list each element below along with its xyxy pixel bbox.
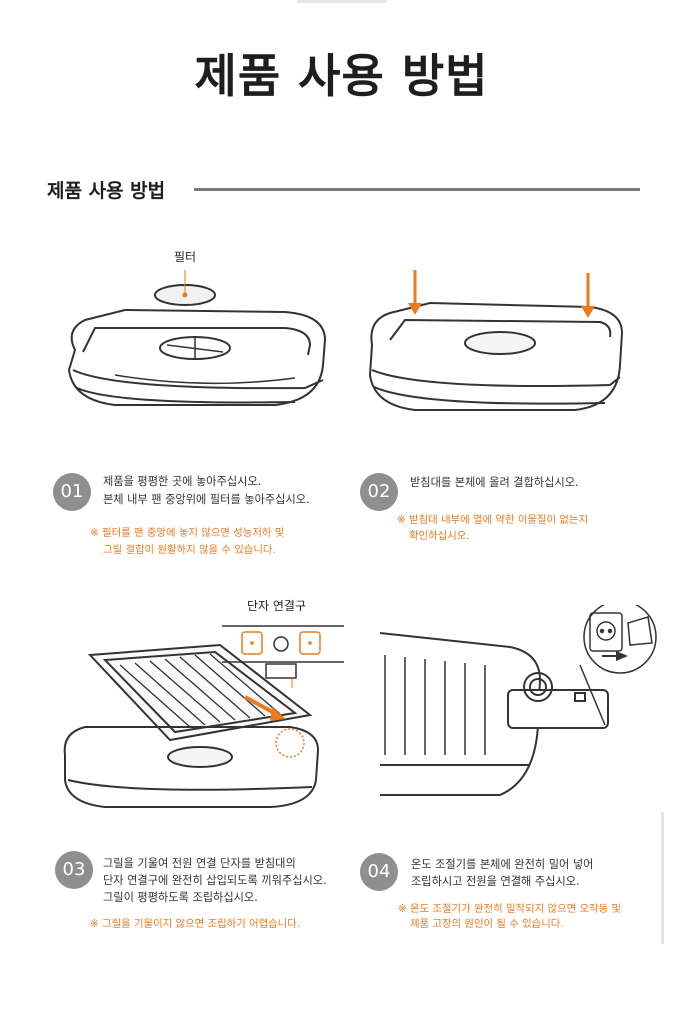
step-01-illustration [67,270,327,406]
step-03-line-1: 그릴을 기울여 전원 연결 단자를 받침대의 [103,857,296,870]
step-04-badge: 04 [360,853,398,891]
step-03-note-1: ※ 그릴을 기울이지 않으면 조립하기 어렵습니다. [90,918,301,930]
step-01-note-1: ※ 필터를 팬 중앙에 놓지 않으면 성능저하 및 [90,527,285,539]
step-03-line-3: 그릴이 평평하도록 조립하십시오. [103,891,258,904]
step-01-note-2: 그릴 결합이 원활하지 않을 수 있습니다. [103,544,276,556]
orange-arrow-icon [408,270,595,318]
step-01-line-2: 본체 내부 팬 중앙위에 필터를 놓아주십시오. [103,493,310,506]
step-02-note-2: 확인하십시오. [409,530,470,542]
step-04-illustration [380,605,657,796]
step-04-note-2: 제품 고장의 원인이 될 수 있습니다. [410,918,564,930]
step-04-line-2: 조립하시고 전원을 연결해 주십시오. [411,875,580,888]
step-01-badge: 01 [53,473,91,511]
side-scroll-indicator [661,812,664,944]
step-03-line-2: 단자 연결구에 완전히 삽입되도록 끼워주십시오. [103,874,327,887]
section-rule [194,188,640,191]
step-04-note-1: ※ 온도 조절기가 완전히 밀착되지 않으면 오작동 및 [398,903,622,915]
step-04-line-1: 온도 조절기를 본체에 완전히 밀어 넣어 [411,858,594,871]
page-title: 제품 사용 방법 [194,49,489,103]
section-heading: 제품 사용 방법 [47,180,166,202]
top-divider [297,0,387,3]
filter-label: 필터 [174,250,197,264]
step-02-note-1: ※ 받침대 내부에 열에 약한 이물질이 없는지 [397,514,589,526]
step-02-line-1: 받침대를 본체에 올려 결합하십시오. [410,476,579,489]
step-03-badge: 03 [55,851,93,889]
step-01-line-1: 제품을 평평한 곳에 놓아주십시오. [103,475,262,488]
terminal-inset [222,625,344,688]
step-02-badge: 02 [360,473,398,511]
terminal-label: 단자 연결구 [247,599,307,613]
step-03-illustration [63,643,320,808]
step-02-illustration [368,270,624,411]
